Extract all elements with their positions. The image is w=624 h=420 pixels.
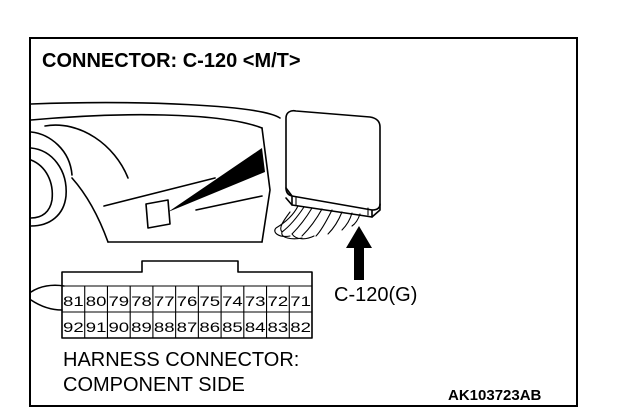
arrow-up-icon [346,226,372,280]
figure-id: AK103723AB [448,387,542,404]
pin-number: 71 [290,293,311,309]
pin-number: 78 [131,293,152,309]
pin-number: 77 [154,293,175,309]
pointer-wedge [168,148,265,212]
pin-number: 72 [268,293,289,309]
pin-number: 88 [154,319,175,335]
connector-callout-label: C-120(G) [334,284,417,306]
pin-grid-lines [61,285,313,339]
diagram-frame [29,37,578,407]
connector-caption-line1: HARNESS CONNECTOR: [63,349,299,371]
pin-number: 90 [108,319,129,335]
pin-number: 81 [63,293,84,309]
pin-number: 84 [245,319,266,335]
pin-number: 73 [245,293,266,309]
pin-number: 75 [199,293,220,309]
control-unit-illustration [274,109,381,240]
pin-number: 83 [268,319,289,335]
pin-number: 74 [222,293,243,309]
diagram-title: CONNECTOR: C-120 <M/T> [42,50,301,72]
pin-number: 86 [199,319,220,335]
pin-number: 85 [222,319,243,335]
dashboard-illustration [30,101,281,311]
pin-number: 89 [131,319,152,335]
pin-number: 79 [108,293,129,309]
pin-number: 87 [177,319,198,335]
pin-number: 82 [290,319,311,335]
pin-number: 76 [177,293,198,309]
pin-number: 92 [63,319,84,335]
pin-number: 80 [86,293,107,309]
pin-number: 91 [86,319,107,335]
connector-caption-line2: COMPONENT SIDE [63,374,245,396]
